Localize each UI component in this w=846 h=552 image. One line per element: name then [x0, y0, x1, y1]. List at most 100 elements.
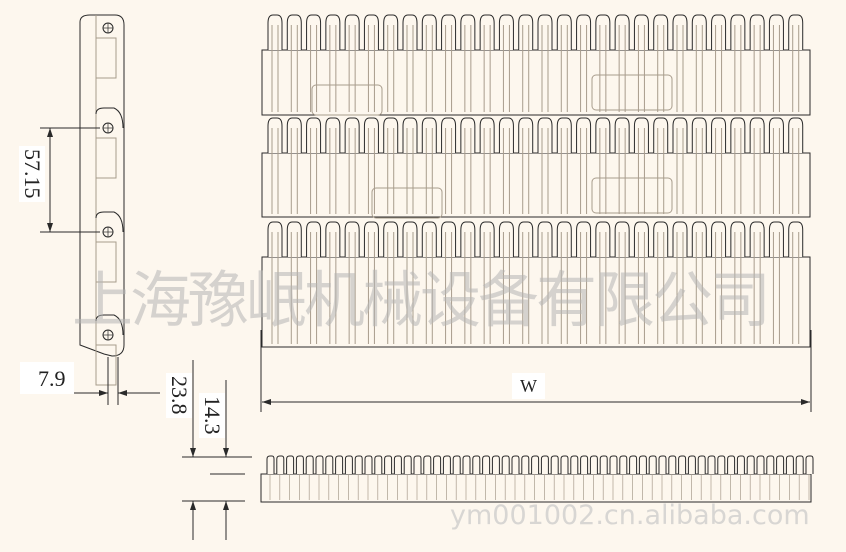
belt-tooth	[614, 14, 630, 50]
edge-view-tooth	[384, 455, 393, 474]
width-dimension-label: W	[512, 373, 545, 399]
edge-view-tooth	[491, 455, 500, 474]
edge-view-tooth	[697, 455, 706, 474]
belt-module-body	[261, 49, 811, 116]
width-arrow-right	[801, 399, 810, 405]
belt-tooth	[441, 14, 457, 50]
belt-tooth	[749, 14, 765, 50]
edge-view-tooth	[795, 455, 804, 474]
edge-view-tooth	[776, 455, 785, 474]
link-knuckle	[95, 314, 124, 336]
edge-view-tooth	[550, 455, 559, 474]
belt-tooth	[672, 117, 688, 153]
edge-view-tooth	[707, 455, 716, 474]
edge-view-tooth	[580, 455, 589, 474]
edge-view-tooth	[393, 455, 402, 474]
pitch-arrow-up	[47, 128, 53, 137]
belt-tooth	[595, 117, 611, 153]
belt-tooth	[518, 117, 534, 153]
belt-tooth	[479, 14, 495, 50]
edge-view-tooth	[648, 455, 657, 474]
edge-view-tooth	[501, 455, 510, 474]
belt-tooth	[633, 14, 649, 50]
belt-tooth	[749, 117, 765, 153]
belt-tooth	[383, 117, 399, 153]
edge-view-tooth	[266, 455, 275, 474]
edge-view-tooth	[717, 455, 726, 474]
edge-view-tooth	[658, 455, 667, 474]
link-body	[95, 37, 117, 79]
belt-module-body	[261, 256, 811, 348]
edge-view-tooth	[276, 455, 285, 474]
belt-tooth	[653, 14, 669, 50]
url-watermark: ym001002.cn.alibaba.com	[450, 500, 810, 531]
edge-view-tooth	[785, 455, 794, 474]
belt-tooth	[421, 14, 437, 50]
belt-tooth	[537, 117, 553, 153]
belt-tooth	[576, 14, 592, 50]
edge-view-tooth	[344, 455, 353, 474]
link-knuckle	[95, 107, 124, 129]
edge-view-tooth	[805, 455, 814, 474]
edge-view-tooth	[482, 455, 491, 474]
edge-view-tooth	[452, 455, 461, 474]
belt-tooth	[672, 14, 688, 50]
belt-tooth	[344, 14, 360, 50]
edge-view-tooth	[619, 455, 628, 474]
belt-tooth	[479, 117, 495, 153]
belt-tooth	[711, 117, 727, 153]
belt-tooth	[498, 14, 514, 50]
edge-view-tooth	[756, 455, 765, 474]
edge-view-tooth	[354, 455, 363, 474]
belt-tooth	[306, 117, 322, 153]
offset-dimension-label: 7.9	[20, 362, 74, 394]
belt-tooth	[788, 14, 804, 50]
belt-tooth	[267, 117, 283, 153]
edge-view-tooth	[335, 455, 344, 474]
edge-view-tooth	[540, 455, 549, 474]
total-height-dimension-label: 23.8	[166, 373, 192, 418]
edge-view-tooth	[668, 455, 677, 474]
belt-tooth	[402, 14, 418, 50]
edge-view-body	[260, 473, 812, 503]
belt-tooth	[363, 117, 379, 153]
edge-view-tooth	[687, 455, 696, 474]
link-body	[95, 241, 117, 283]
belt-tooth	[325, 117, 341, 153]
belt-tooth	[363, 14, 379, 50]
belt-tooth	[441, 117, 457, 153]
belt-tooth	[383, 14, 399, 50]
belt-tooth	[556, 14, 572, 50]
edge-view-tooth	[766, 455, 775, 474]
belt-tooth	[460, 14, 476, 50]
belt-tooth	[556, 117, 572, 153]
edge-view-tooth	[638, 455, 647, 474]
belt-tooth	[518, 14, 534, 50]
belt-tooth	[325, 14, 341, 50]
edge-view-tooth	[609, 455, 618, 474]
belt-tooth	[537, 14, 553, 50]
belt-tooth	[344, 117, 360, 153]
side-view-outline	[79, 14, 125, 357]
total-height-arrow-down	[190, 448, 196, 457]
edge-view-tooth	[746, 455, 755, 474]
pitch-dimension-label: 57.15	[19, 146, 45, 202]
edge-view-tooth	[442, 455, 451, 474]
edge-view-tooth	[374, 455, 383, 474]
edge-view-tooth	[286, 455, 295, 474]
edge-view-tooth	[736, 455, 745, 474]
edge-view-tooth	[472, 455, 481, 474]
edge-view-tooth	[305, 455, 314, 474]
edge-view-tooth	[727, 455, 736, 474]
edge-view-tooth	[364, 455, 373, 474]
edge-view-tooth	[531, 455, 540, 474]
pitch-arrow-down	[47, 223, 53, 232]
belt-tooth	[788, 117, 804, 153]
edge-view-tooth	[462, 455, 471, 474]
edge-view-tooth	[433, 455, 442, 474]
belt-inner-panel	[591, 74, 673, 111]
belt-tooth	[595, 14, 611, 50]
edge-view-tooth	[678, 455, 687, 474]
